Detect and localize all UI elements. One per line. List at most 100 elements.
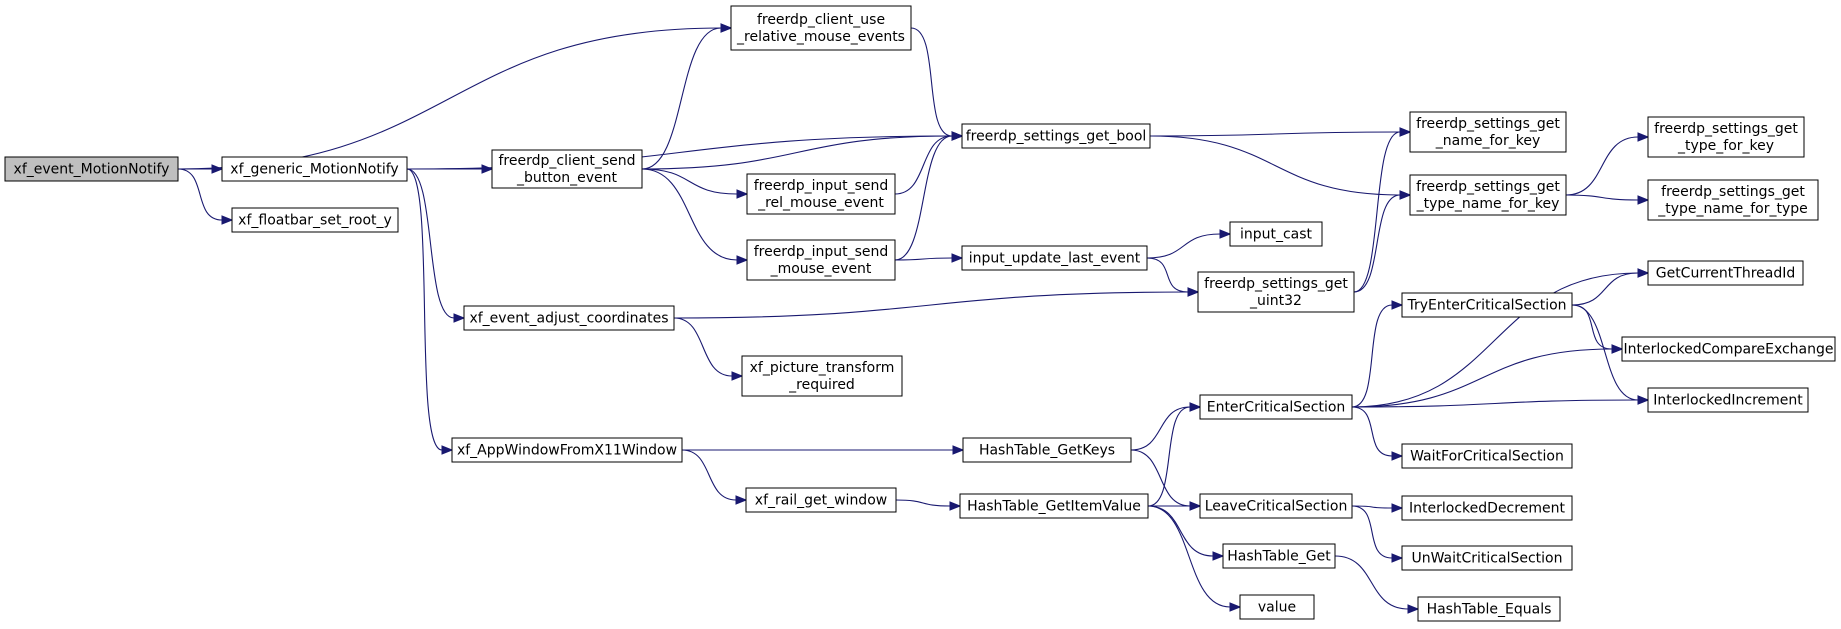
node-root[interactable]: xf_event_MotionNotify (4, 156, 179, 182)
edge-enterCS-currentThread (1351, 268, 1650, 408)
node-picture[interactable]: xf_picture_transform_required (741, 355, 903, 397)
node-label: xf_floatbar_set_root_y (238, 213, 392, 229)
node-label: _type_name_for_type (1657, 201, 1808, 217)
node-useRel[interactable]: freerdp_client_use_relative_mouse_events (730, 5, 912, 51)
edge-typeNameForKey-typeNameForType (1565, 194, 1650, 205)
node-label: HashTable_Equals (1427, 602, 1552, 618)
node-enterCS[interactable]: EnterCriticalSection (1199, 394, 1353, 420)
node-generic[interactable]: xf_generic_MotionNotify (221, 156, 408, 182)
edge-railGet-getItemValue (895, 499, 962, 511)
edge-getItemValue-enterCS (1147, 402, 1202, 507)
edge-enterCS-interInc (1351, 395, 1650, 408)
edge-getBool-nameForKey (1149, 127, 1412, 137)
node-label: value (1258, 600, 1296, 616)
edge-sendButton-useRel (641, 23, 733, 170)
edge-getBool-typeNameForKey (1149, 135, 1412, 200)
node-label: freerdp_settings_get (1654, 121, 1798, 137)
node-interCmpX[interactable]: InterlockedCompareExchange (1621, 336, 1836, 362)
node-tryEnter[interactable]: TryEnterCriticalSection (1401, 292, 1573, 318)
node-label: InterlockedCompareExchange (1623, 342, 1833, 358)
node-mouseEvent[interactable]: freerdp_input_send_mouse_event (746, 239, 896, 281)
node-label: _type_name_for_key (1416, 196, 1560, 212)
node-label: _relative_mouse_events (736, 29, 905, 45)
node-label: freerdp_client_use (757, 12, 885, 28)
node-interInc[interactable]: InterlockedIncrement (1647, 387, 1809, 413)
edge-sendButton-getBool (641, 131, 964, 170)
node-label: _mouse_event (770, 261, 872, 277)
node-railGet[interactable]: xf_rail_get_window (745, 487, 897, 513)
node-unwaitCS[interactable]: UnWaitCriticalSection (1401, 545, 1573, 571)
edge-enterCS-waitCS (1351, 406, 1404, 461)
node-label: _name_for_key (1435, 133, 1540, 149)
edge-leaveCS-interDec (1351, 503, 1404, 513)
edge-mouseEvent-updateLast (894, 253, 964, 263)
node-label: freerdp_settings_get_bool (966, 129, 1147, 145)
edge-generic-appWindow (406, 168, 454, 455)
edge-leaveCS-unwaitCS (1351, 505, 1404, 563)
node-currentThread[interactable]: GetCurrentThreadId (1647, 260, 1804, 286)
node-label: freerdp_settings_get (1204, 276, 1348, 292)
edge-updateLast-inputCast (1146, 229, 1232, 259)
node-label: EnterCriticalSection (1207, 400, 1346, 416)
node-typeNameForType[interactable]: freerdp_settings_get_type_name_for_type (1647, 179, 1819, 221)
node-getUint32[interactable]: freerdp_settings_get_uint32 (1197, 271, 1355, 313)
node-label: xf_picture_transform (750, 360, 895, 376)
node-interDec[interactable]: InterlockedDecrement (1401, 495, 1573, 521)
node-label: InterlockedIncrement (1653, 393, 1803, 409)
node-label: input_update_last_event (969, 251, 1141, 267)
node-label: _rel_mouse_event (757, 195, 884, 211)
edge-layer (177, 23, 1650, 614)
node-htEquals[interactable]: HashTable_Equals (1417, 596, 1561, 622)
edge-typeNameForKey-typeForKey (1565, 132, 1650, 196)
edge-tryEnter-interInc (1571, 304, 1650, 405)
node-waitCS[interactable]: WaitForCriticalSection (1401, 443, 1573, 469)
node-label: freerdp_settings_get (1416, 179, 1560, 195)
node-label: freerdp_settings_get (1416, 116, 1560, 132)
edge-generic-getBool (406, 131, 964, 170)
node-label: HashTable_Get (1227, 549, 1331, 565)
node-label: xf_generic_MotionNotify (230, 162, 398, 178)
node-layer: xf_event_MotionNotify xf_generic_MotionNo… (4, 5, 1836, 622)
node-adjust[interactable]: xf_event_adjust_coordinates (463, 305, 675, 331)
edge-tryEnter-currentThread (1571, 268, 1650, 306)
edge-adjust-getUint32 (673, 287, 1200, 319)
edge-appWindow-getKeys (681, 445, 965, 455)
node-label: freerdp_client_send (498, 153, 635, 169)
node-label: HashTable_GetItemValue (967, 499, 1141, 515)
edge-getItemValue-value (1147, 505, 1242, 612)
edge-getUint32-nameForKey (1353, 127, 1412, 293)
node-label: UnWaitCriticalSection (1411, 551, 1562, 567)
node-inputCast[interactable]: input_cast (1229, 221, 1323, 247)
node-label: freerdp_settings_get (1661, 184, 1805, 200)
node-htGet[interactable]: HashTable_Get (1222, 543, 1336, 569)
edge-enterCS-interCmpX (1351, 344, 1624, 408)
edge-relMouse-getBool (894, 131, 964, 195)
edge-mouseEvent-getBool (894, 131, 964, 261)
node-label: freerdp_input_send (754, 244, 889, 260)
node-getKeys[interactable]: HashTable_GetKeys (962, 437, 1132, 463)
node-updateLast[interactable]: input_update_last_event (961, 245, 1148, 271)
node-floatbar[interactable]: xf_floatbar_set_root_y (231, 207, 399, 233)
node-relMouse[interactable]: freerdp_input_send_rel_mouse_event (746, 173, 896, 215)
node-appWindow[interactable]: xf_AppWindowFromX11Window (451, 437, 683, 463)
node-getBool[interactable]: freerdp_settings_get_bool (961, 123, 1151, 149)
edge-generic-adjust (406, 168, 466, 323)
node-label: xf_event_MotionNotify (14, 162, 170, 178)
node-typeForKey[interactable]: freerdp_settings_get_type_for_key (1647, 116, 1805, 158)
node-label: _type_for_key (1677, 138, 1774, 154)
node-label: input_cast (1240, 227, 1313, 243)
node-nameForKey[interactable]: freerdp_settings_get_name_for_key (1409, 111, 1567, 153)
node-label: _required (788, 377, 855, 393)
node-label: HashTable_GetKeys (979, 443, 1115, 459)
node-label: xf_event_adjust_coordinates (469, 311, 668, 327)
edge-htGet-htEquals (1334, 555, 1420, 614)
edge-getItemValue-leaveCS (1148, 501, 1202, 511)
node-leaveCS[interactable]: LeaveCriticalSection (1199, 493, 1353, 519)
node-typeNameForKey[interactable]: freerdp_settings_get_type_name_for_key (1409, 174, 1567, 216)
node-label: xf_rail_get_window (755, 493, 887, 509)
edge-appWindow-railGet (681, 449, 748, 505)
node-value[interactable]: value (1239, 594, 1315, 620)
node-sendButton[interactable]: freerdp_client_send_button_event (491, 149, 643, 189)
node-getItemValue[interactable]: HashTable_GetItemValue (959, 493, 1149, 519)
